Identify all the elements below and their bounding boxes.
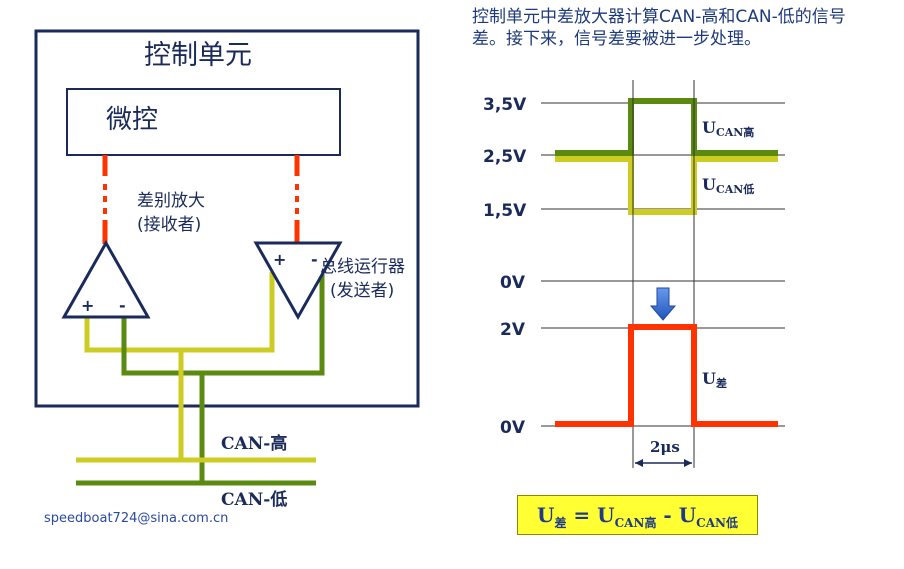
can-high-label: CAN-高: [221, 433, 287, 454]
u-diff-waveform: [555, 324, 778, 427]
email-text: speedboat724@sina.com.cn: [44, 511, 229, 526]
transceiver-minus-sign: -: [311, 250, 318, 269]
transceiver-label: 总线运行器: [320, 257, 405, 277]
control-unit-box: [34, 29, 420, 408]
control-unit-title: 控制单元: [144, 40, 252, 71]
can-low-waveform: [555, 156, 778, 215]
formula-high-sub: CAN高: [614, 516, 657, 530]
description-text: 控制单元中差放大器计算CAN-高和CAN-低的信号差。接下来，信号差要被进一步处…: [472, 7, 846, 49]
diff-amp-minus-sign: -: [119, 296, 126, 315]
formula-u-high: U: [597, 503, 615, 527]
down-arrow-icon: [649, 287, 677, 321]
bottom-chart: 2V 0V U差 2μs: [500, 320, 785, 467]
top-chart: 3,5V 2,5V 1,5V 0V UCAN高 UCAN低: [483, 80, 785, 468]
formula-u: U: [537, 503, 555, 527]
tick-2-5v: 2,5V: [483, 147, 527, 167]
diff-amp-label: 差别放大: [137, 191, 205, 211]
tick-3-5v: 3,5V: [483, 95, 527, 115]
tick-0v-top: 0V: [500, 273, 526, 293]
formula-diff-sub: 差: [554, 516, 567, 530]
diff-amp-sublabel: (接收者): [137, 215, 201, 235]
microcontroller-label: 微控: [106, 105, 158, 135]
formula-minus: -: [656, 503, 679, 527]
transceiver-plus-sign: +: [273, 250, 286, 269]
transceiver-triangle: [253, 241, 343, 321]
can-low-label: CAN-低: [221, 489, 287, 510]
duration-label: 2μs: [650, 438, 680, 456]
tick-2v: 2V: [500, 320, 526, 340]
formula-low-sub: CAN低: [696, 516, 738, 530]
duration-arrowhead-right: [684, 459, 692, 467]
microcontroller-box: [66, 88, 341, 156]
tick-0v-bottom: 0V: [500, 418, 526, 438]
transceiver-sublabel: (发送者): [330, 281, 394, 301]
tick-1-5v: 1,5V: [483, 201, 527, 221]
u-can-high-label: UCAN高: [702, 118, 754, 139]
formula-box: U差 = UCAN高 - UCAN低: [517, 495, 758, 535]
formula-eq: =: [566, 503, 598, 527]
diff-amp-plus-sign: +: [81, 296, 94, 315]
duration-arrowhead-left: [635, 459, 643, 467]
u-can-low-label: UCAN低: [702, 175, 754, 196]
can-high-waveform: [555, 98, 778, 156]
diff-amp-triangle: [61, 239, 151, 319]
diff-amp-minus-wire: [121, 272, 325, 376]
u-diff-label: U差: [702, 369, 727, 390]
formula-u-low: U: [678, 503, 697, 527]
